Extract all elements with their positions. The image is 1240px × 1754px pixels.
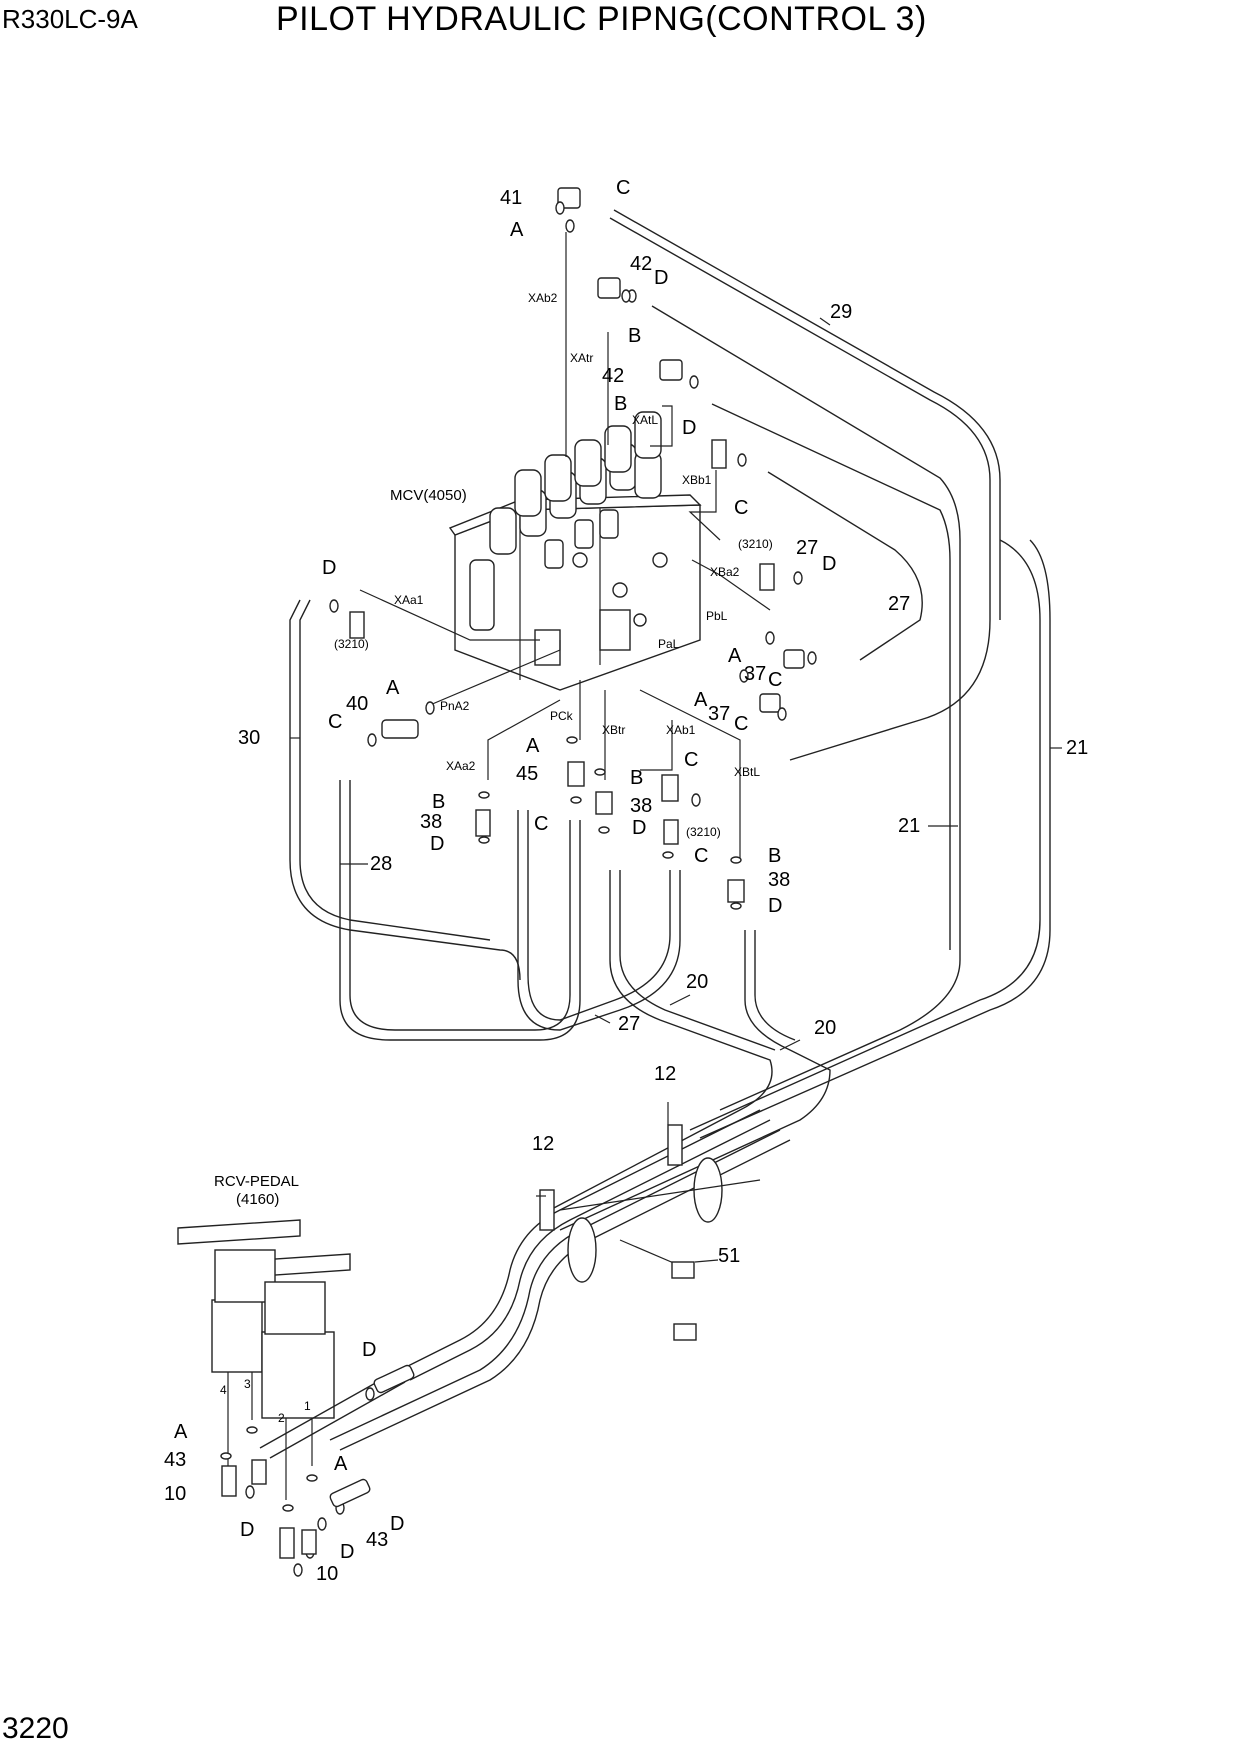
callout: 45: [516, 763, 538, 785]
callout: D: [362, 1339, 376, 1361]
callout: C: [734, 713, 748, 735]
callout: 42: [602, 365, 624, 387]
callout: 41: [500, 187, 522, 209]
callout: 29: [830, 301, 852, 323]
port-label: XAtL: [632, 413, 658, 427]
callout: D: [322, 557, 336, 579]
callout: 38: [630, 795, 652, 817]
callout: C: [328, 711, 342, 733]
callout: 21: [1066, 737, 1088, 759]
callout: 20: [814, 1017, 836, 1039]
port-label: XBa2: [710, 565, 740, 579]
callout: 12: [654, 1063, 676, 1085]
callout: D: [654, 267, 668, 289]
callout: 10: [164, 1483, 186, 1505]
callout: D: [430, 833, 444, 855]
rcv-pedal-label: RCV-PEDAL: [214, 1173, 299, 1190]
fittings: [220, 187, 817, 1577]
callout: C: [534, 813, 548, 835]
callout: 43: [164, 1449, 186, 1471]
callout: A: [174, 1421, 188, 1443]
callout: D: [632, 817, 646, 839]
port-label: PaL: [658, 637, 680, 651]
port-label: XBb1: [682, 473, 712, 487]
callout: 12: [532, 1133, 554, 1155]
callout: 43: [366, 1529, 388, 1551]
callout: A: [694, 689, 708, 711]
callout: D: [340, 1541, 354, 1563]
callout: A: [728, 645, 742, 667]
callout: 51: [718, 1245, 740, 1267]
callout: 38: [420, 811, 442, 833]
port-label: XBtL: [734, 765, 760, 779]
ref-label-1: (3210): [334, 637, 369, 651]
callout: D: [682, 417, 696, 439]
callout: D: [822, 553, 836, 575]
callout: C: [694, 845, 708, 867]
callout: D: [240, 1519, 254, 1541]
callout: 27: [888, 593, 910, 615]
part-callouts: 41 C A 42 D B 29 42 B D C 27 D 27 D A 37…: [164, 177, 1088, 1585]
callout: C: [616, 177, 630, 199]
port-label: PbL: [706, 609, 728, 623]
callout: B: [768, 845, 781, 867]
callout: 28: [370, 853, 392, 875]
callout: 37: [708, 703, 730, 725]
callout: B: [432, 791, 445, 813]
callout: 30: [238, 727, 260, 749]
model-number: R330LC-9A: [2, 4, 138, 34]
port-label: PnA2: [440, 699, 470, 713]
callout: 38: [768, 869, 790, 891]
port-label: XAa1: [394, 593, 424, 607]
callout: C: [768, 669, 782, 691]
callout: C: [684, 749, 698, 771]
callout: 40: [346, 693, 368, 715]
callout: A: [386, 677, 400, 699]
port-label: XBtr: [602, 723, 625, 737]
callout: D: [390, 1513, 404, 1535]
callout: 27: [618, 1013, 640, 1035]
callout: A: [510, 219, 524, 241]
callout: 21: [898, 815, 920, 837]
callout: 27: [796, 537, 818, 559]
callout: C: [734, 497, 748, 519]
callout: 10: [316, 1563, 338, 1585]
callout: 37: [744, 663, 766, 685]
pedal-port-number: 4: [220, 1383, 227, 1397]
ref-label-3: (3210): [686, 825, 721, 839]
callout: B: [628, 325, 641, 347]
page-number: 3220: [2, 1712, 69, 1745]
rcv-pedal-number: (4160): [236, 1191, 279, 1208]
callout: 42: [630, 253, 652, 275]
port-label: XAb2: [528, 291, 558, 305]
port-label: XAa2: [446, 759, 476, 773]
callout: D: [768, 895, 782, 917]
callout: A: [526, 735, 540, 757]
port-label: XAtr: [570, 351, 593, 365]
pedal-port-number: 2: [278, 1411, 285, 1425]
port-label: XAb1: [666, 723, 696, 737]
leader-lines: [290, 232, 1062, 1263]
callout: A: [334, 1453, 348, 1475]
pedal-port-number: 3: [244, 1377, 251, 1391]
ref-label-2: (3210): [738, 537, 773, 551]
callout: B: [630, 767, 643, 789]
callout: 20: [686, 971, 708, 993]
callout: B: [614, 393, 627, 415]
rcv-pedal-assembly: [177, 1219, 351, 1559]
mcv-assembly: [448, 411, 702, 691]
pipe-lines: [259, 209, 1051, 1459]
mcv-label: MCV(4050): [390, 487, 467, 504]
bolt: [671, 1261, 695, 1279]
pedal-port-number: 1: [304, 1399, 311, 1413]
port-label: PCk: [550, 709, 574, 723]
page-title: PILOT HYDRAULIC PIPNG(CONTROL 3): [276, 0, 927, 38]
